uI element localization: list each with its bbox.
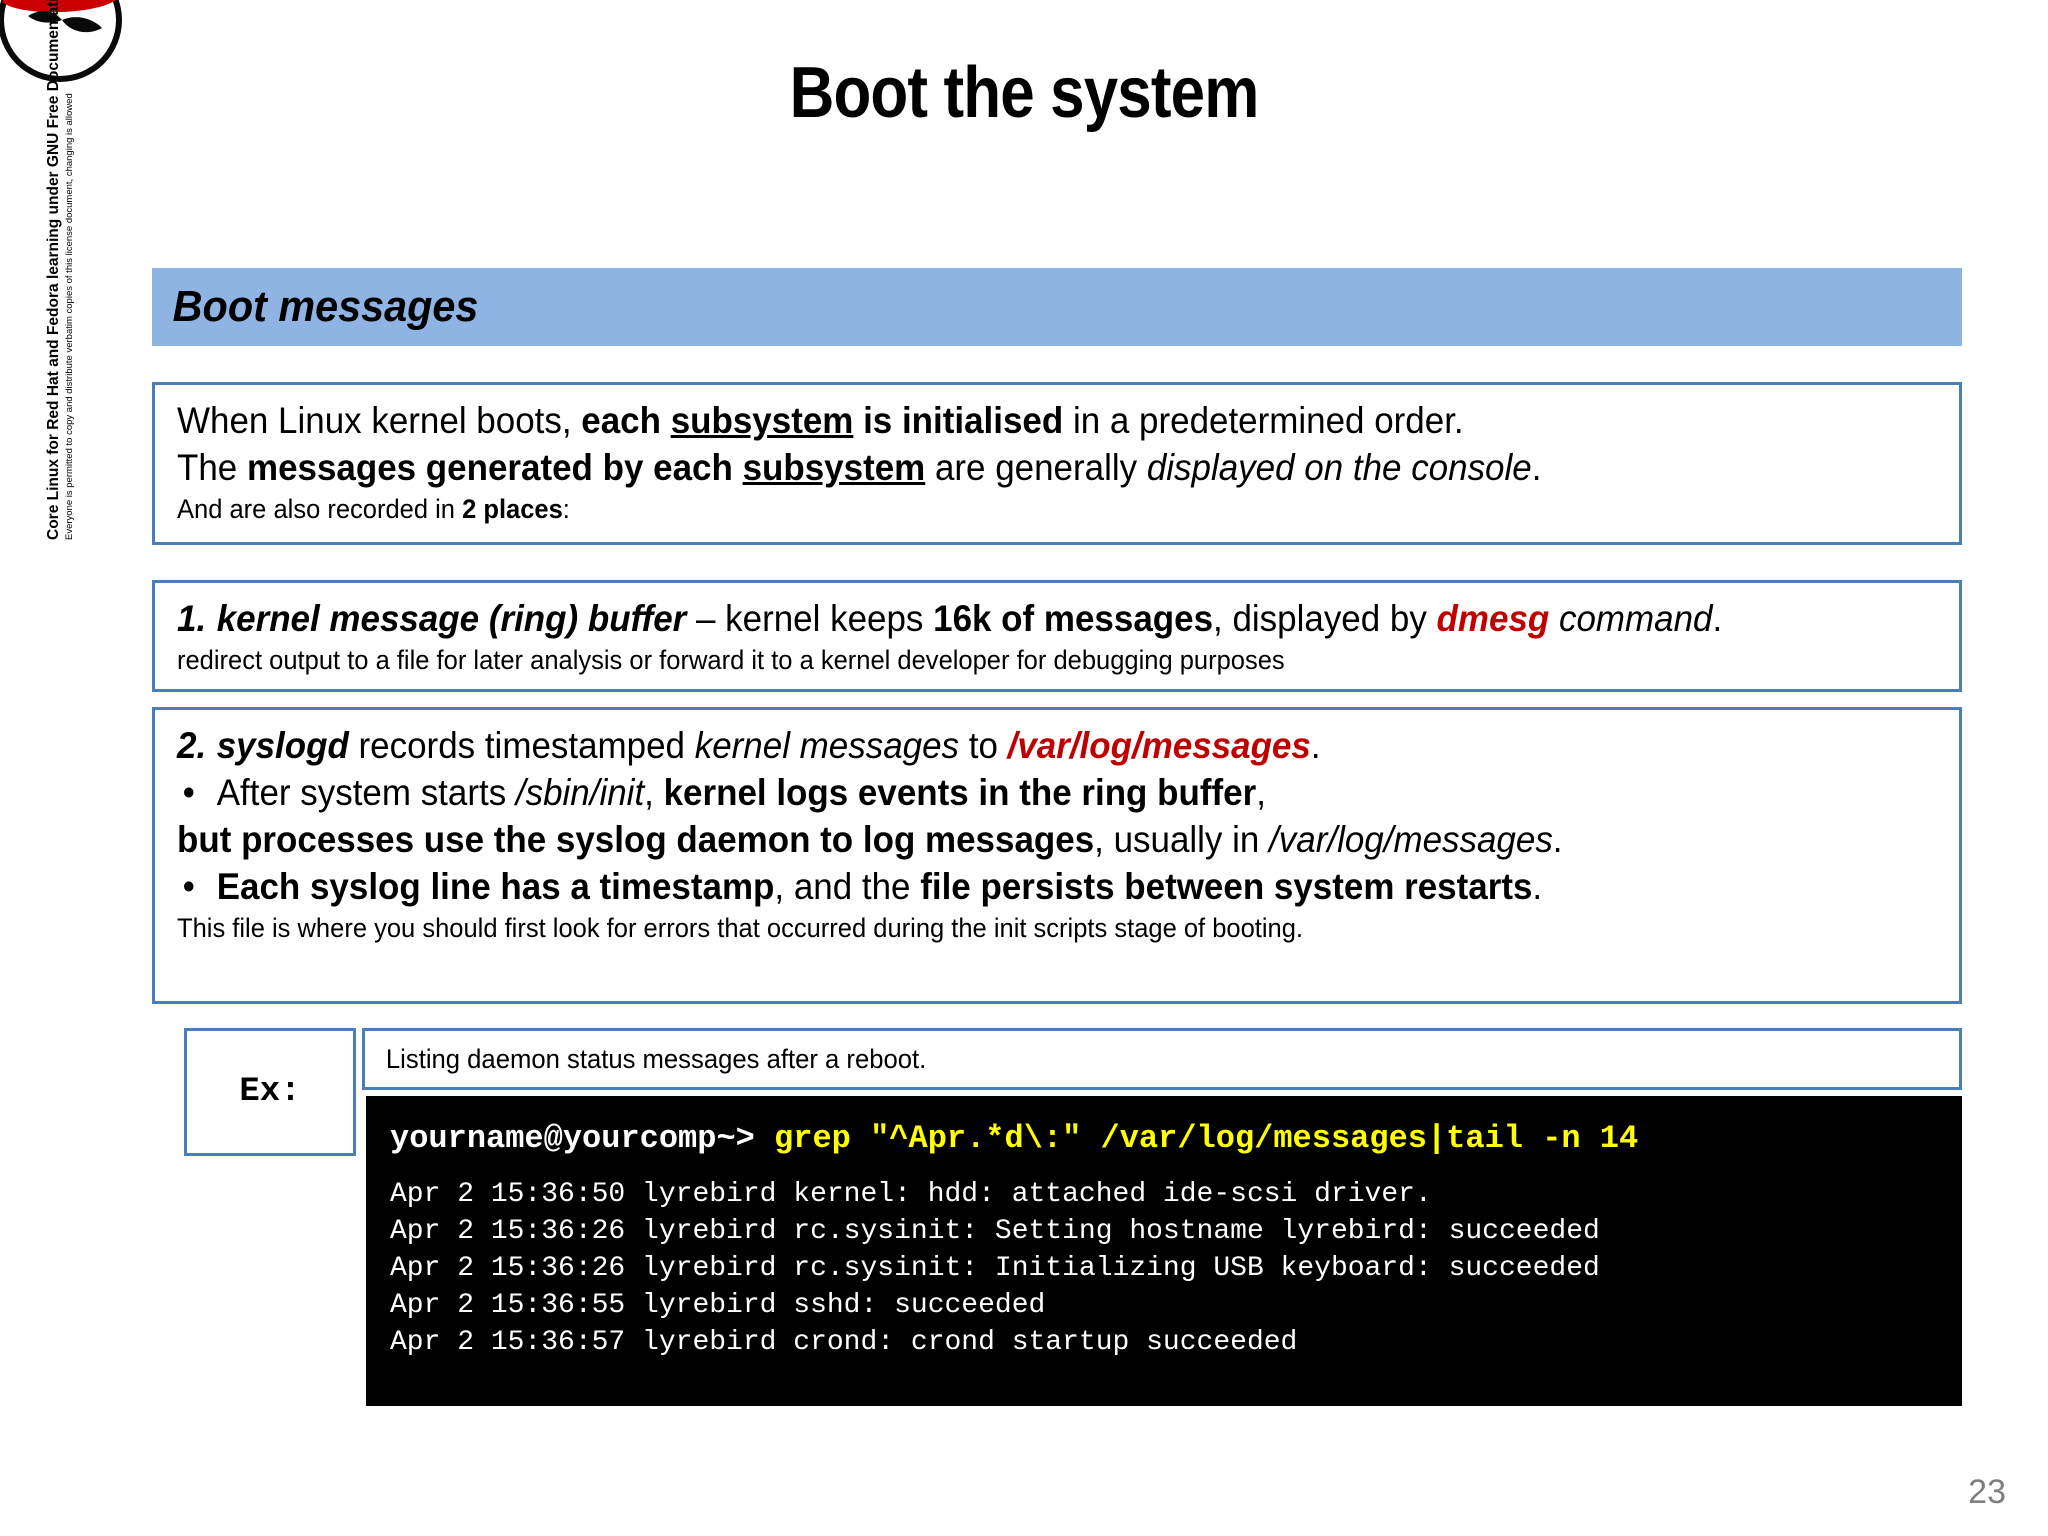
item2-b1c-t1: but processes use the syslog daemon to l… <box>177 819 1095 860</box>
item1-l1-t7: . <box>1712 598 1723 639</box>
item1-line-2: redirect output to a file for later anal… <box>177 645 1285 675</box>
intro-l3-t1: And are also recorded in <box>177 494 463 524</box>
item2-number: 2. <box>177 725 207 766</box>
example-label-box: Ex: <box>184 1028 356 1156</box>
item1-box: 1.kernel message (ring) buffer – kernel … <box>152 580 1962 692</box>
intro-l1-t5: in a predetermined order. <box>1063 400 1464 441</box>
item1-l1-t3: 16k of messages <box>933 598 1214 639</box>
terminal-command-line: yourname@yourcomp~> grep "^Apr.*d\:" /va… <box>390 1116 1938 1162</box>
intro-line-3: And are also recorded in 2 places: <box>177 491 1840 527</box>
item2-b1-t3: , <box>644 772 664 813</box>
item2-l1-t1: syslogd <box>216 725 349 766</box>
terminal-window: yourname@yourcomp~> grep "^Apr.*d\:" /va… <box>366 1096 1962 1406</box>
item2-footnote: This file is where you should first look… <box>177 913 1304 943</box>
item2-line-1: 2.syslogd records timestamped kernel mes… <box>177 722 1840 769</box>
terminal-output-line: Apr 2 15:36:26 lyrebird rc.sysinit: Init… <box>390 1253 1600 1284</box>
item1-l1-t4: , displayed by <box>1213 598 1437 639</box>
terminal-output-line: Apr 2 15:36:26 lyrebird rc.sysinit: Sett… <box>390 1216 1600 1247</box>
intro-l1-t1: When Linux kernel boots, <box>177 400 582 441</box>
example-caption: Listing daemon status messages after a r… <box>385 1044 927 1074</box>
item2-bullet-1-continuation: but processes use the syslog daemon to l… <box>177 816 1840 863</box>
item1-l1-t1: kernel message (ring) buffer <box>216 598 687 639</box>
intro-l2-t2: messages generated by each <box>246 447 743 488</box>
intro-l3-t2: 2 places <box>462 494 563 524</box>
item2-b2-t3: file persists between system restarts <box>920 866 1533 907</box>
bullet-dot-icon-2: • <box>182 866 195 907</box>
section-header-label: Boot messages <box>172 282 479 331</box>
item2-bullet-2: • Each syslog line has a timestamp, and t… <box>177 863 1840 910</box>
item2-b2-t1: Each syslog line has a timestamp <box>216 866 775 907</box>
item2-b1-t2: /sbin/init <box>515 772 645 813</box>
intro-l1-t3: subsystem <box>670 400 854 441</box>
item2-b1-t4: kernel logs events in the ring buffer <box>663 772 1257 813</box>
intro-l2-t6: . <box>1531 447 1542 488</box>
item1-l1-dmesg: dmesg <box>1436 598 1550 639</box>
item2-l1-t2: records timestamped <box>348 725 695 766</box>
item2-l1-path: /var/log/messages <box>1007 725 1311 766</box>
item2-b1-t1: After system starts <box>216 772 516 813</box>
intro-box: When Linux kernel boots, each subsystem … <box>152 382 1962 545</box>
item2-l1-t4: to <box>959 725 1008 766</box>
item1-l1-t6: command <box>1549 598 1713 639</box>
terminal-output-line: Apr 2 15:36:50 lyrebird kernel: hdd: att… <box>390 1179 1432 1210</box>
terminal-prompt: yourname@yourcomp~> <box>390 1120 775 1157</box>
terminal-command: grep "^Apr.*d\:" /var/log/messages|tail … <box>774 1120 1639 1157</box>
bullet-dot-icon: • <box>182 772 195 813</box>
intro-l2-t1: The <box>177 447 247 488</box>
page-title: Boot the system <box>789 53 1260 133</box>
item2-b1c-t4: . <box>1552 819 1563 860</box>
item2-box: 2.syslogd records timestamped kernel mes… <box>152 707 1962 1004</box>
page-number: 23 <box>1968 1473 2006 1511</box>
intro-l2-t5: displayed on the console <box>1146 447 1532 488</box>
intro-l2-t3: subsystem <box>742 447 926 488</box>
item2-b1c-t2: , usually in <box>1094 819 1270 860</box>
terminal-output-line: Apr 2 15:36:55 lyrebird sshd: succeeded <box>390 1290 1046 1321</box>
item2-bullet-1: • After system starts /sbin/init, kernel … <box>177 769 1840 816</box>
item1-l1-t2: – kernel keeps <box>686 598 934 639</box>
item2-l1-t6: . <box>1310 725 1321 766</box>
item2-l1-t3: kernel messages <box>694 725 960 766</box>
item1-line-1: 1.kernel message (ring) buffer – kernel … <box>177 595 1840 642</box>
intro-l3-t3: : <box>562 494 570 524</box>
terminal-output-line: Apr 2 15:36:57 lyrebird crond: crond sta… <box>390 1327 1298 1358</box>
intro-l1-t2: each <box>581 400 671 441</box>
redhat-shadowman-logo <box>0 0 128 88</box>
item2-b1c-t3: /var/log/messages <box>1269 819 1553 860</box>
intro-l1-t4: is initialised <box>853 400 1064 441</box>
example-label: Ex: <box>239 1073 301 1111</box>
intro-l2-t4: are generally <box>925 447 1147 488</box>
intro-line-1: When Linux kernel boots, each subsystem … <box>177 397 1840 444</box>
intro-line-2: The messages generated by each subsystem… <box>177 444 1840 491</box>
item2-b1-t5: , <box>1256 772 1266 813</box>
item2-b2-t2: , and the <box>774 866 921 907</box>
section-header-bar: Boot messages <box>152 268 1962 346</box>
item1-number: 1. <box>177 598 207 639</box>
example-caption-box: Listing daemon status messages after a r… <box>362 1028 1962 1090</box>
item2-b2-t4: . <box>1532 866 1543 907</box>
